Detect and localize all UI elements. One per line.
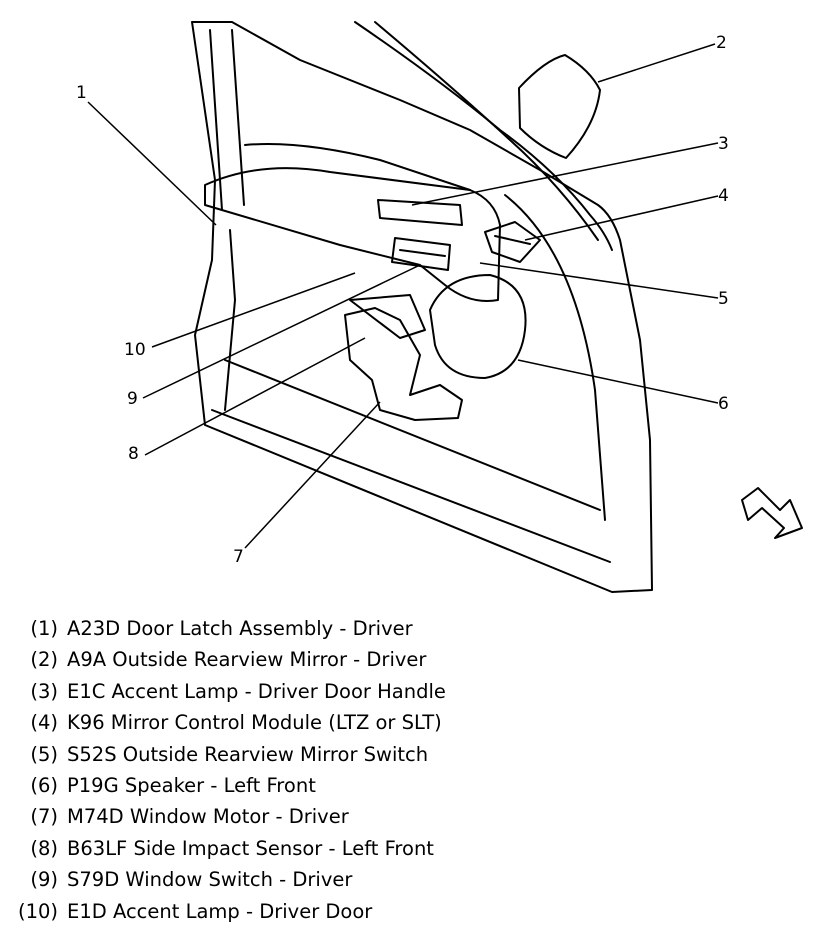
legend-item: (1)A23D Door Latch Assembly - Driver [30, 617, 413, 640]
callout-10: 10 [124, 340, 146, 360]
legend-item: (6)P19G Speaker - Left Front [30, 773, 316, 797]
switch-bank [391, 237, 451, 271]
direction-arrow-icon [741, 487, 803, 539]
callout-8: 8 [128, 444, 139, 464]
door-inner-rib [504, 194, 606, 521]
window-frame-inner [374, 21, 599, 241]
legend-item: (10)E1D Accent Lamp - Driver Door [17, 899, 373, 923]
legend-item: (5)S52S Outside Rearview Mirror Switch [30, 742, 429, 766]
mirror-module [484, 221, 541, 263]
callout-2: 2 [716, 33, 727, 53]
callout-1: 1 [76, 83, 87, 103]
door-left-rib [224, 229, 236, 411]
callout-7: 7 [233, 547, 244, 567]
callout-3: 3 [718, 134, 729, 154]
outside-mirror [518, 54, 601, 159]
legend-item: (3)E1C Accent Lamp - Driver Door Handle [30, 679, 446, 703]
trim-panel-top [244, 143, 471, 191]
door-outer-frame [191, 21, 653, 593]
callout-5: 5 [718, 289, 729, 309]
door-component-diagram: 1 2 3 4 5 6 7 8 9 10 [76, 21, 803, 593]
regulator-plate [349, 294, 426, 339]
trim-panel [204, 167, 501, 302]
component-legend: (1)A23D Door Latch Assembly - Driver (2)… [8, 613, 808, 927]
callout-4: 4 [718, 186, 729, 206]
legend-item: (9)S79D Window Switch - Driver [30, 868, 353, 892]
door-handle [377, 199, 463, 226]
speaker-outline [429, 274, 527, 379]
callout-9: 9 [127, 389, 138, 409]
window-motor [344, 307, 463, 421]
callout-6: 6 [718, 394, 729, 414]
legend-item: (2)A9A Outside Rearview Mirror - Driver [30, 648, 427, 672]
door-lower-edge [211, 359, 611, 563]
legend-item: (8)B63LF Side Impact Sensor - Left Front [30, 836, 434, 860]
legend-item: (4)K96 Mirror Control Module (LTZ or SLT… [30, 711, 442, 735]
legend-item: (7)M74D Window Motor - Driver [30, 805, 349, 829]
window-frame [354, 21, 613, 251]
